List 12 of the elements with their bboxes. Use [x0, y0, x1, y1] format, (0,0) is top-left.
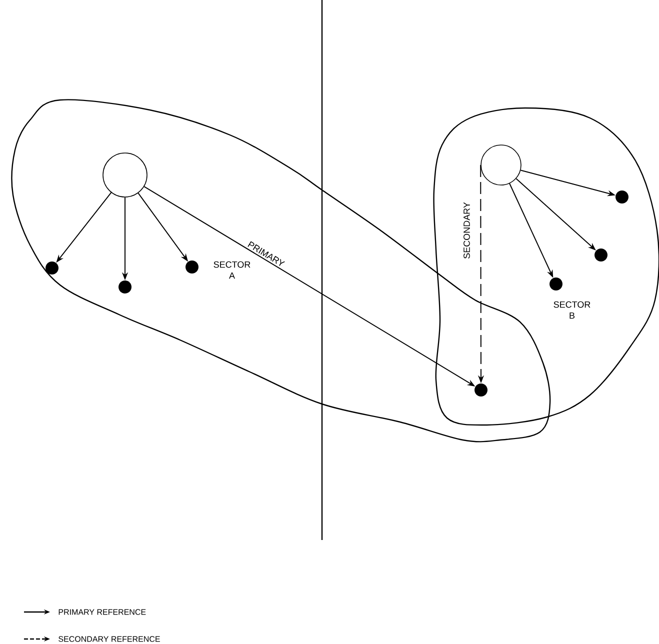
hub-circle: [102, 152, 148, 198]
dot: [118, 280, 132, 294]
edge-label: SECONDARY: [462, 201, 471, 260]
dot: [594, 248, 608, 262]
dot: [46, 262, 58, 274]
dot: [550, 278, 562, 290]
dot: [186, 260, 198, 274]
legend-text: PRIMARY REFERENCE: [58, 609, 146, 615]
hub-circle: [480, 144, 522, 186]
legend-text: SECONDARY REFERENCE: [58, 636, 160, 642]
dot: [474, 384, 488, 396]
dot: [616, 190, 628, 204]
